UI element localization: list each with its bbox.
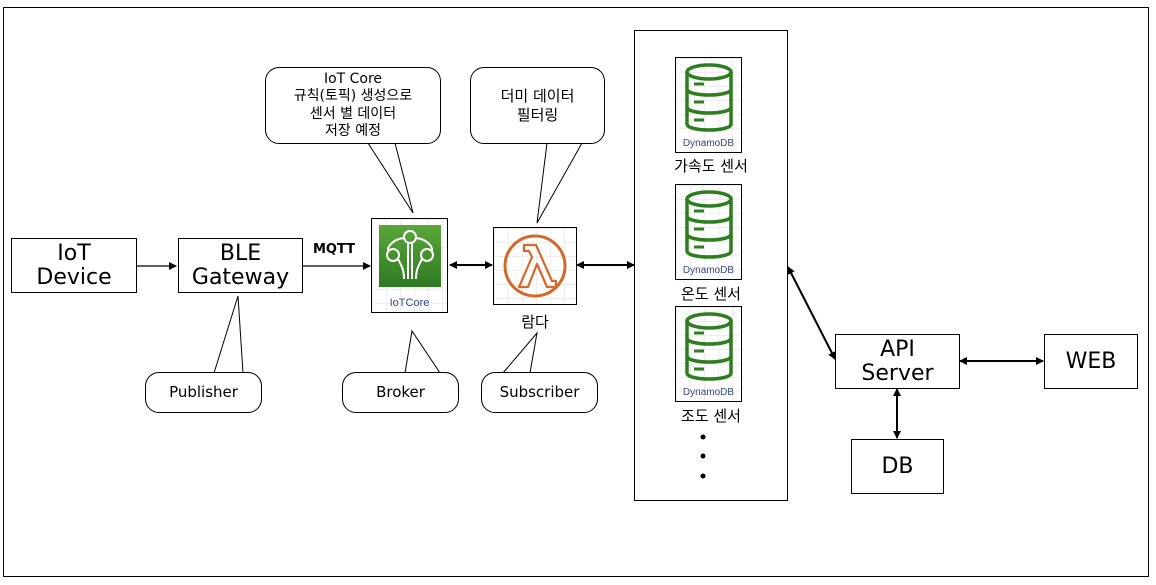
lambda-icon [503,234,567,298]
tail-iotcore-note [367,142,414,214]
lambda-note-callout: 더미 데이터 필터링 [470,67,605,144]
ble-gateway-node: BLE Gateway [178,238,303,293]
broker-callout: Broker [342,372,459,413]
tail-broker [404,329,441,374]
more-tables-ellipsis [700,434,706,479]
dynamodb-table-1: DynamoDB [675,57,742,153]
lambda-caption: 람다 [521,313,549,331]
dynamodb-table-3: DynamoDB [675,306,742,402]
subscriber-callout: Subscriber [481,372,598,413]
dynamodb-table-2: DynamoDB [675,184,742,280]
edge-dynamodb-api [787,266,836,360]
lambda-node [493,227,577,305]
dynamodb-caption: DynamoDB [682,265,735,276]
web-node: WEB [1044,334,1138,389]
dynamodb-table-label: 조도 센서 [681,407,741,425]
mqtt-label: MQTT [313,242,356,257]
iot-core-caption: IoTCore [389,297,430,309]
dynamodb-table-label: 온도 센서 [681,285,741,303]
iot-core-node: IoTCore [371,218,448,313]
iot-core-icon [379,225,441,287]
tail-subscriber [501,331,538,374]
iot-device-node: IoT Device [11,238,137,293]
database-icon [685,312,733,381]
database-icon [685,63,733,132]
database-icon [685,190,733,259]
publisher-callout: Publisher [145,372,262,413]
dynamodb-caption: DynamoDB [682,138,735,149]
iot-core-note-callout: IoT Core 규칙(토픽) 생성으로 센서 별 데이터 저장 예정 [265,67,441,144]
tail-publisher [213,295,244,374]
dynamodb-caption: DynamoDB [682,387,735,398]
dynamodb-table-label: 가속도 센서 [674,157,748,175]
diagram-frame [3,7,1149,577]
api-server-node: API Server [835,334,960,389]
db-node: DB [851,439,944,494]
tail-lambda-note [536,142,583,224]
